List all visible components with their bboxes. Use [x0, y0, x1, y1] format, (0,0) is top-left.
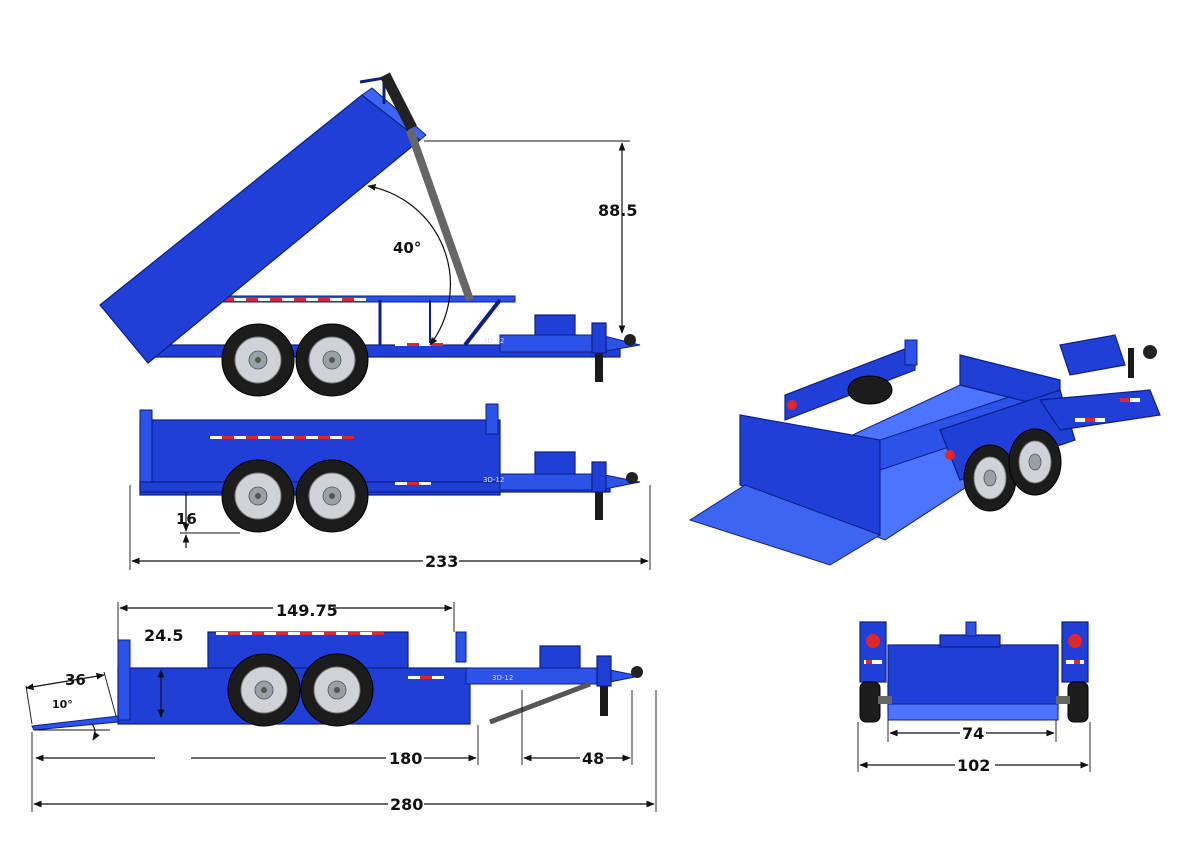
wheel-rear [295, 323, 369, 397]
hydraulic-cylinder [406, 128, 474, 302]
inner-width-label: 74 [962, 724, 984, 743]
model-badge: 3D-12 [483, 476, 504, 484]
ramp [31, 715, 119, 731]
tailgate [887, 644, 1059, 711]
side-wall-right [784, 344, 916, 421]
ramp-length-label: 36 [65, 671, 86, 689]
ramp-cylinder [489, 681, 591, 725]
wheel-front [221, 459, 295, 533]
dump-bed [99, 94, 421, 364]
tongue-length-label: 48 [582, 749, 604, 768]
ground-clearance-label: 16 [176, 510, 197, 528]
deck-to-hitch-label: 180 [389, 749, 422, 768]
isometric-view [688, 334, 1161, 566]
bed-length-label: 149.75 [276, 601, 338, 620]
overall-length-label: 233 [425, 552, 458, 571]
side-height-label: 24.5 [144, 626, 183, 645]
model-badge: 3D-12 [492, 674, 513, 682]
tool-box [1059, 334, 1126, 376]
right-post [1061, 621, 1089, 683]
lowered-side-view: 3D-12 16 233 [129, 403, 651, 571]
rear-tire-right [1067, 681, 1089, 723]
trailer-3d-icon [688, 334, 1161, 566]
tail-light-right [1068, 634, 1082, 648]
left-post [859, 621, 887, 683]
jack-stand [600, 686, 608, 716]
raised-side-view: 3D-12 40° 88.5 [99, 72, 641, 397]
ramp-angle-label: 10° [52, 698, 73, 711]
wheel-rear [295, 459, 369, 533]
iso-wheel [1008, 428, 1062, 496]
model-badge: 3D-12 [483, 337, 504, 345]
rear-view: 74 102 [857, 621, 1091, 775]
ramp-edge [887, 703, 1059, 721]
outer-width-label: 102 [957, 756, 990, 775]
wheel-front [221, 323, 295, 397]
angle-dim-label: 40° [393, 239, 421, 257]
total-length-label: 280 [390, 795, 423, 814]
jack-stand [595, 352, 603, 382]
angle-arc [367, 184, 452, 346]
tail-light-left [866, 634, 880, 648]
ramp [688, 484, 882, 566]
wheel-rear [300, 653, 374, 727]
iso-wheel [963, 444, 1017, 512]
jack-stand [595, 492, 603, 520]
height-dim-label: 88.5 [598, 201, 637, 220]
rear-tire-left [859, 681, 881, 723]
wheel-front [227, 653, 301, 727]
ramp-side-view: 3D-12 149.75 24.5 36 10° 180 48 [25, 600, 657, 814]
